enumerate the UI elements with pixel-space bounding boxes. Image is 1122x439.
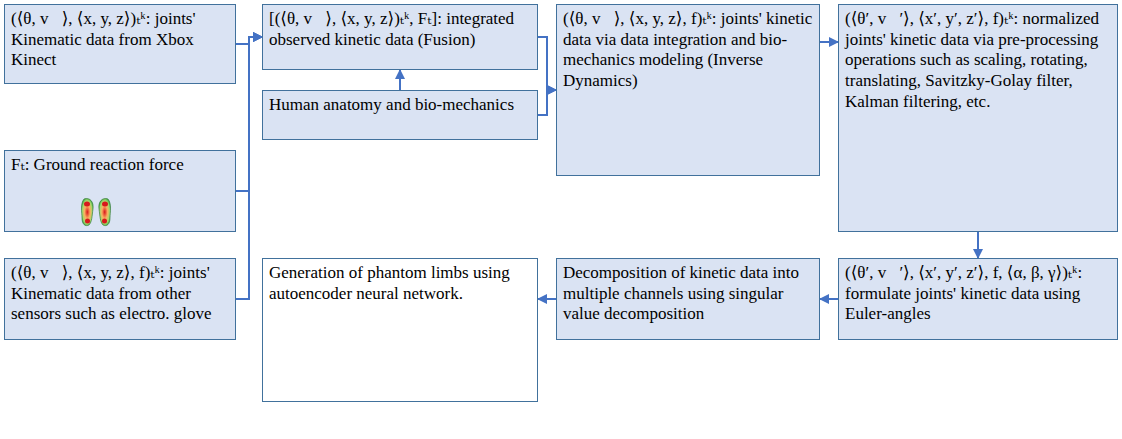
flow-arrow <box>538 37 556 90</box>
process-box: (⟨θ′, v⃗′⟩, ⟨x′, y′, z′⟩, f)ₜᵏ: normaliz… <box>838 4 1118 232</box>
box-text: Human anatomy and bio-mechanics <box>269 95 531 116</box>
flow-arrow <box>977 232 979 258</box>
input-box: (⟨θ, v⃗⟩, ⟨x, y, z⟩)ₜᵏ: joints' Kinemati… <box>4 4 236 84</box>
model-box: Human anatomy and bio-mechanics <box>262 90 538 140</box>
input-box: Fₜ: Ground reaction force <box>4 150 236 232</box>
box-text: (⟨θ, v⃗⟩, ⟨x, y, z⟩, f)ₜᵏ: joints' Kinem… <box>11 263 229 325</box>
box-text: (⟨θ, v⃗⟩, ⟨x, y, z⟩, f)ₜᵏ: joints' kinet… <box>563 9 813 92</box>
foot-pressure-icon <box>78 196 114 228</box>
box-text: Decomposition of kinetic data into multi… <box>563 263 813 325</box>
process-box: (⟨θ, v⃗⟩, ⟨x, y, z⟩, f)ₜᵏ: joints' kinet… <box>556 4 820 176</box>
box-text: (⟨θ, v⃗⟩, ⟨x, y, z⟩)ₜᵏ: joints' Kinemati… <box>11 9 229 71</box>
process-box: Decomposition of kinetic data into multi… <box>556 258 820 340</box>
box-text: (⟨θ′, v⃗′⟩, ⟨x′, y′, z′⟩, f, ⟨α, β, γ⟩)ₜ… <box>845 263 1111 325</box>
box-text: Fₜ: Ground reaction force <box>11 155 229 176</box>
flow-arrow <box>820 41 838 43</box>
fusion-box: [(⟨θ, v⃗⟩, ⟨x, y, z⟩)ₜᵏ, Fₜ]: integrated… <box>262 4 538 70</box>
flow-arrow <box>538 298 556 300</box>
input-box: (⟨θ, v⃗⟩, ⟨x, y, z⟩, f)ₜᵏ: joints' Kinem… <box>4 258 236 340</box>
process-box: (⟨θ′, v⃗′⟩, ⟨x′, y′, z′⟩, f, ⟨α, β, γ⟩)ₜ… <box>838 258 1118 340</box>
flow-arrow <box>820 298 838 300</box>
box-text: [(⟨θ, v⃗⟩, ⟨x, y, z⟩)ₜᵏ, Fₜ]: integrated… <box>269 9 531 50</box>
flow-arrow <box>236 37 262 299</box>
flow-arrow <box>399 70 401 90</box>
flow-arrow <box>538 90 556 115</box>
output-box: Generation of phantom limbs using autoen… <box>262 258 538 402</box>
box-text: (⟨θ′, v⃗′⟩, ⟨x′, y′, z′⟩, f)ₜᵏ: normaliz… <box>845 9 1111 113</box>
box-text: Generation of phantom limbs using autoen… <box>269 263 531 304</box>
